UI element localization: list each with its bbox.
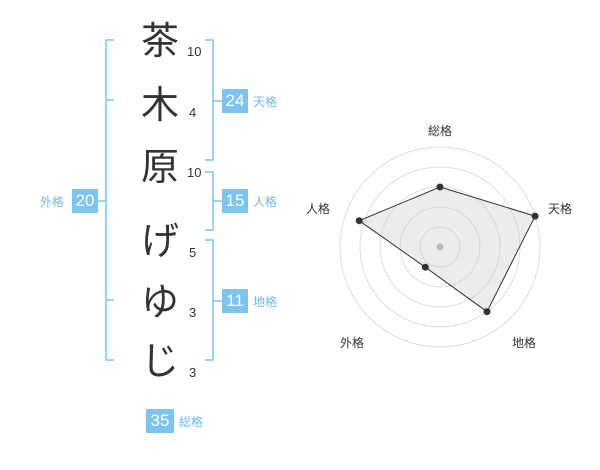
radar-point-3 [483,308,491,316]
chikaku-bracket [205,239,214,361]
gaikaku-bracket [105,39,114,361]
stroke-count-1: 10 [187,44,202,59]
radar-ring [399,206,481,288]
radar-point-2 [531,212,539,220]
radar-axis-label-jinkaku: 人格 [306,202,331,216]
radar-axis-label-gaikaku: 外格 [340,336,365,350]
jinkaku-value: 15 [222,189,248,213]
radar-point-5 [355,217,363,225]
soukaku-label: 総格 [179,415,204,429]
radar-axis-label-chikaku: 地格 [512,336,537,350]
radar-center [436,243,444,251]
radar-polygon [358,186,536,313]
stroke-count-6: 3 [189,365,197,380]
tenkaku-label: 天格 [253,95,278,109]
stroke-count-4: 5 [189,245,197,260]
radar-axis-label-soukaku: 総格 [428,124,453,138]
radar-ring [419,226,461,268]
name-char-1: 茶 [140,19,179,63]
name-char-5: ゆ [140,280,179,324]
stroke-count-2: 4 [189,105,197,120]
radar-ring [339,146,541,348]
chikaku-label: 地格 [253,295,278,309]
radar-point-4 [421,263,429,271]
radar-axis-label-tenkaku: 天格 [548,202,573,216]
name-char-2: 木 [140,83,179,127]
tenkaku-bracket [205,39,214,161]
gaikaku-value: 20 [72,189,98,213]
name-char-3: 原 [140,145,179,189]
stroke-count-3: 10 [187,165,202,180]
chikaku-value: 11 [222,289,248,313]
name-char-4: げ [140,219,179,263]
jinkaku-label: 人格 [253,195,278,209]
stroke-count-5: 3 [189,305,197,320]
name-char-6: じ [140,339,179,383]
gaikaku-label: 外格 [40,195,65,209]
radar-point-1 [436,183,444,191]
tenkaku-value: 24 [222,89,248,113]
soukaku-value: 35 [146,409,174,433]
